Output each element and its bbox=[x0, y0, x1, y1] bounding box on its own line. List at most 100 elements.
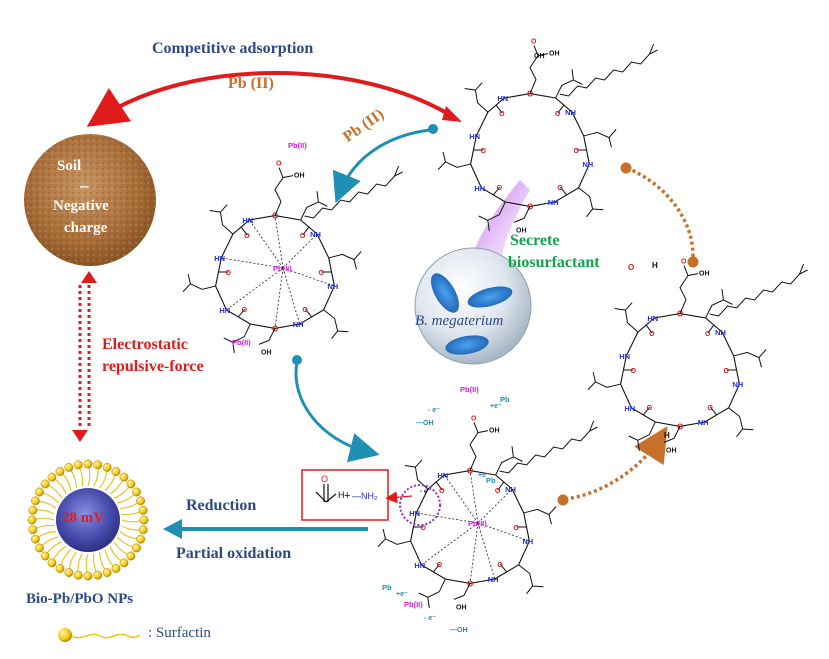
carbonyl-o-label: O bbox=[497, 185, 503, 192]
side-chain bbox=[495, 446, 523, 476]
secretion-cone bbox=[470, 180, 530, 262]
minus-electron-top: - e⁻ bbox=[428, 407, 440, 414]
side-chain bbox=[518, 564, 544, 595]
amide-nh-label: NH bbox=[327, 282, 338, 291]
surfactin-head bbox=[64, 568, 74, 578]
competitive-adsorption-arrowhead-right bbox=[442, 106, 462, 122]
surfactin-head bbox=[40, 479, 50, 489]
carbonyl-bond bbox=[304, 308, 313, 318]
bacteria-cell bbox=[414, 247, 532, 365]
central-pb-label: Pb(II) bbox=[273, 264, 292, 273]
carbonyl-o-label: O bbox=[574, 148, 580, 155]
asp-oh-label: OH bbox=[261, 349, 272, 356]
surfactin-head bbox=[64, 462, 74, 472]
amide-nh-label: HN bbox=[624, 404, 635, 413]
coordination-bond bbox=[221, 257, 284, 269]
coordination-bond bbox=[444, 474, 479, 524]
amide-nh-label: HN bbox=[437, 471, 448, 480]
glutamate-side-chain bbox=[679, 265, 699, 314]
surfactin-head bbox=[138, 525, 148, 535]
carbonyl-o-label: O bbox=[225, 270, 231, 277]
amide-nh-label: NH bbox=[715, 328, 726, 337]
surfactin-head bbox=[119, 472, 129, 482]
cooh-oh-label: OH bbox=[294, 173, 305, 180]
carbonyl-o-label: O bbox=[557, 185, 563, 192]
carbonyl-bond bbox=[559, 186, 568, 196]
carbonyl-o-label: O bbox=[499, 111, 505, 118]
surfactin-head bbox=[30, 496, 40, 506]
electrostatic-label-line2: repulsive-force bbox=[102, 358, 204, 375]
pb-bound-bottom-label: Pb(II) bbox=[232, 338, 251, 347]
carbonyl-bond bbox=[435, 481, 443, 491]
reaction-arrow bbox=[294, 361, 380, 463]
surfactin-head bbox=[136, 534, 146, 544]
surfactin-head bbox=[28, 525, 38, 535]
surfactin-head bbox=[47, 472, 57, 482]
pb-uptake-arrow-tail bbox=[428, 124, 438, 134]
plus-electron-mid: +e⁻ bbox=[478, 472, 490, 479]
carbonyl-o-label: O bbox=[649, 331, 655, 338]
aspartate-side-chain bbox=[258, 328, 276, 345]
amide-nh-label: NH bbox=[698, 418, 709, 427]
aldehyde-h-right: H bbox=[652, 261, 658, 270]
nanoparticle bbox=[27, 459, 149, 581]
carbonyl-o-label: O bbox=[244, 233, 250, 240]
glutamate-side-chain bbox=[529, 45, 549, 94]
coordination-bond bbox=[282, 267, 301, 325]
zeta-potential-label: 28 mV bbox=[62, 510, 105, 526]
amine-label: —NH₂ bbox=[352, 491, 378, 501]
glutamate-side-chain bbox=[274, 167, 294, 216]
plus-sign: + bbox=[344, 490, 350, 502]
carbonyl-o-label: O bbox=[480, 148, 486, 155]
aldehyde-structure bbox=[315, 484, 337, 503]
central-pb-label: Pb(II) bbox=[468, 519, 487, 528]
side-chain bbox=[628, 421, 656, 452]
amide-nh-label: NH bbox=[522, 537, 533, 546]
carbonyl-o-label: O bbox=[514, 525, 520, 532]
amide-nh-label: HN bbox=[409, 509, 420, 518]
hydroxyl-bottom: —OH bbox=[450, 627, 468, 634]
asp-oh-label: OH bbox=[666, 447, 677, 454]
cooh-oh-label: OH bbox=[699, 271, 710, 278]
pb-bound-top-bottom-mol: Pb(II) bbox=[460, 385, 479, 394]
amide-nh-label: NH bbox=[505, 485, 516, 494]
carbonyl-bond bbox=[645, 324, 653, 334]
coordination-bond bbox=[274, 267, 284, 329]
side-chain bbox=[705, 289, 733, 319]
fatty-acid-chain bbox=[559, 43, 658, 97]
surfactin-head bbox=[27, 515, 37, 525]
aldehyde-h: H bbox=[338, 490, 345, 500]
side-chain bbox=[523, 506, 557, 525]
side-chain bbox=[328, 251, 362, 270]
secrete-label-line1: Secrete bbox=[510, 232, 560, 249]
asp-oh-label: OH bbox=[516, 227, 527, 234]
competitive-adsorption-label: Competitive adsorption bbox=[152, 40, 314, 57]
partial-oxidation-label: Partial oxidation bbox=[176, 545, 292, 562]
side-chain bbox=[555, 69, 583, 99]
nanoparticle-label: Bio-Pb/PbO NPs bbox=[26, 591, 134, 607]
negative-charge-label-line2: charge bbox=[64, 220, 108, 236]
surfactin-head bbox=[55, 467, 65, 476]
side-chain bbox=[478, 201, 506, 232]
cooh-o-label: O bbox=[531, 39, 537, 46]
carbonyl-o-label: O bbox=[495, 488, 501, 495]
surfactin-head bbox=[83, 459, 93, 469]
aldehyde-o-right: O bbox=[628, 263, 634, 272]
cooh-o-label: O bbox=[471, 416, 477, 423]
carbonyl-o-label: O bbox=[302, 307, 308, 314]
surfactin-legend-icon bbox=[58, 628, 141, 642]
soil-particle bbox=[24, 134, 156, 266]
electrostatic-label-line1: Electrostatic bbox=[102, 336, 188, 353]
carbonyl-o-label: O bbox=[497, 562, 503, 569]
orange-dotted-arrow-top bbox=[626, 166, 695, 259]
reduction-label: Reduction bbox=[186, 497, 257, 514]
amide-nh-label: HN bbox=[219, 306, 230, 315]
orange-dot-bottom-start bbox=[557, 494, 569, 506]
carbonyl-o-label: O bbox=[647, 405, 653, 412]
surfactin-head bbox=[102, 462, 112, 472]
nanoparticle-core bbox=[56, 488, 120, 552]
aspartate-side-chain bbox=[453, 583, 471, 600]
